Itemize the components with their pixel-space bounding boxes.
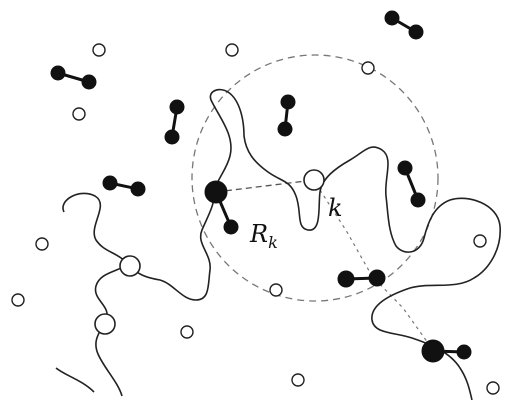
chain-monomer <box>94 313 116 335</box>
dimer <box>102 175 146 197</box>
polymer-chain-left <box>55 263 129 397</box>
dimer <box>50 65 97 90</box>
chain-monomers-open <box>94 169 325 335</box>
polymer-chain-main <box>62 88 501 400</box>
dimer <box>277 94 296 137</box>
chain-monomer <box>119 255 141 277</box>
solvent-particle <box>72 107 86 121</box>
dimer <box>204 180 239 235</box>
dimer <box>337 269 386 288</box>
solvent-particle <box>269 283 283 297</box>
solvent-particle <box>180 325 194 339</box>
solvent-particle <box>486 381 500 395</box>
solvent-particle <box>35 237 49 251</box>
dimer <box>421 339 472 363</box>
radius-dashed-line <box>215 179 315 193</box>
radius-label-subscript: k <box>268 233 278 252</box>
solvent-particle <box>473 234 487 248</box>
solvent-particle <box>92 43 106 57</box>
dimers <box>50 10 472 363</box>
radius-label-main: R <box>249 220 268 248</box>
site-k-label: k <box>328 194 343 222</box>
dimer <box>164 99 185 145</box>
dimer <box>384 10 424 40</box>
solvent-particles <box>11 43 500 395</box>
solvent-particle <box>291 373 305 387</box>
site-k-marker <box>303 169 325 191</box>
cutoff-radius-circle <box>191 54 439 302</box>
solvent-particle <box>225 43 239 57</box>
solvent-particle <box>361 61 375 75</box>
radius-label: Rk <box>249 220 278 252</box>
dimer <box>397 160 426 208</box>
solvent-particle <box>11 293 25 307</box>
